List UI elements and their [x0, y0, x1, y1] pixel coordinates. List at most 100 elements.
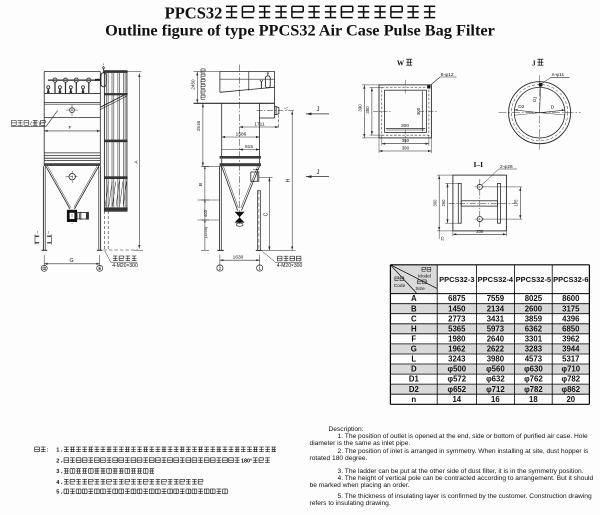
svg-text:3243: 3243 — [448, 355, 466, 364]
svg-text:3: 3 — [56, 469, 59, 475]
svg-text:φ500: φ500 — [448, 365, 467, 374]
svg-text:J: J — [317, 170, 320, 176]
svg-text:18: 18 — [529, 395, 538, 404]
svg-text:6362: 6362 — [525, 324, 543, 333]
svg-text:n-φ11: n-φ11 — [552, 72, 565, 78]
svg-text:PPCS32-3: PPCS32-3 — [439, 275, 474, 284]
svg-text:16: 16 — [491, 395, 500, 404]
svg-text:C: C — [411, 314, 417, 323]
svg-text:φ630: φ630 — [524, 365, 543, 374]
svg-text:390: 390 — [402, 146, 410, 151]
svg-text:20: 20 — [566, 395, 575, 404]
svg-text:3962: 3962 — [562, 335, 580, 344]
svg-text:F: F — [411, 335, 416, 344]
svg-text:300: 300 — [433, 199, 438, 207]
svg-text:A: A — [134, 160, 140, 164]
svg-text:B: B — [411, 304, 417, 313]
svg-text:403: 403 — [203, 209, 208, 217]
svg-text:8600: 8600 — [562, 294, 580, 303]
svg-text:4-M20×300: 4-M20×300 — [112, 263, 138, 269]
svg-text:H: H — [285, 178, 291, 182]
svg-text:8025: 8025 — [525, 294, 543, 303]
svg-text:2-φ26: 2-φ26 — [500, 164, 513, 170]
svg-text:D1: D1 — [409, 375, 420, 384]
svg-text:Outline figure of type PPCS32: Outline figure of type PPCS32 Air Case P… — [105, 21, 495, 40]
svg-text:1450: 1450 — [448, 304, 466, 313]
svg-text:4396: 4396 — [562, 314, 580, 323]
svg-text:φ572: φ572 — [448, 375, 467, 384]
svg-text:I: I — [37, 230, 38, 234]
svg-text:350: 350 — [365, 106, 370, 114]
svg-text:2640: 2640 — [487, 335, 505, 344]
svg-text:F: F — [69, 125, 72, 131]
svg-text:J: J — [532, 59, 536, 67]
svg-text:D2: D2 — [518, 104, 524, 110]
svg-text:G: G — [69, 258, 73, 264]
svg-text:390: 390 — [358, 104, 363, 112]
svg-text:PPCS32-6: PPCS32-6 — [553, 275, 588, 284]
svg-text:(1250): (1250) — [203, 226, 208, 238]
svg-text:PPCS32-5: PPCS32-5 — [516, 275, 551, 284]
svg-text:1586: 1586 — [236, 131, 247, 137]
svg-text:25: 25 — [441, 236, 445, 240]
svg-text:4573: 4573 — [525, 355, 543, 364]
svg-text:300: 300 — [416, 107, 421, 115]
svg-text:n: n — [411, 395, 416, 404]
svg-text:L: L — [411, 355, 416, 364]
svg-text:180°: 180° — [241, 458, 252, 464]
svg-text:φ560: φ560 — [486, 365, 505, 374]
svg-text:PPCS32: PPCS32 — [165, 4, 223, 23]
svg-text:3859: 3859 — [525, 314, 543, 323]
svg-text:φ862: φ862 — [562, 385, 581, 394]
svg-text:≈2: ≈2 — [284, 107, 288, 111]
svg-text:D: D — [411, 365, 417, 374]
svg-text:H: H — [411, 324, 417, 333]
svg-text:300: 300 — [401, 123, 409, 129]
svg-text:D1: D1 — [532, 95, 538, 102]
svg-text::: : — [47, 448, 49, 454]
svg-text:1: 1 — [56, 448, 59, 454]
svg-text:I–I: I–I — [474, 160, 484, 169]
svg-text:1962: 1962 — [448, 345, 466, 354]
svg-text:8-φ12: 8-φ12 — [441, 72, 454, 78]
svg-text:2600: 2600 — [525, 304, 543, 313]
svg-text:PPCS32-4: PPCS32-4 — [478, 275, 514, 284]
svg-text:14: 14 — [452, 395, 461, 404]
svg-text:4: 4 — [56, 480, 60, 486]
svg-text:W: W — [397, 59, 405, 67]
svg-text:A: A — [411, 294, 417, 303]
svg-text:3944: 3944 — [562, 345, 580, 354]
svg-text:B: B — [198, 183, 204, 186]
svg-text:3301: 3301 — [525, 335, 543, 344]
svg-text:φ762: φ762 — [524, 375, 543, 384]
svg-text:φ632: φ632 — [486, 375, 505, 384]
svg-text:φ710: φ710 — [562, 365, 581, 374]
svg-text:6875: 6875 — [448, 294, 466, 303]
svg-text:2516: 2516 — [196, 120, 201, 131]
svg-text:1980: 1980 — [448, 335, 466, 344]
svg-text:3175: 3175 — [562, 304, 580, 313]
svg-text:5973: 5973 — [487, 324, 505, 333]
svg-text:I: I — [48, 230, 49, 234]
svg-text:G: G — [411, 345, 417, 354]
svg-text:φ782: φ782 — [524, 385, 543, 394]
svg-text:2: 2 — [56, 458, 59, 464]
svg-text:2773: 2773 — [448, 314, 466, 323]
svg-text:5: 5 — [56, 490, 59, 496]
svg-text:J: J — [317, 107, 320, 113]
svg-text:5365: 5365 — [448, 324, 466, 333]
svg-text:3980: 3980 — [487, 355, 505, 364]
svg-text:Code: Code — [394, 283, 406, 289]
svg-text:C: C — [263, 212, 269, 216]
svg-text:260: 260 — [441, 199, 446, 207]
svg-text:6850: 6850 — [562, 324, 580, 333]
svg-text:5317: 5317 — [562, 355, 579, 364]
svg-text:3283: 3283 — [525, 345, 543, 354]
svg-text:1711: 1711 — [254, 121, 265, 127]
svg-text:3431: 3431 — [487, 314, 505, 323]
svg-text:815: 815 — [245, 144, 253, 150]
svg-text:2134: 2134 — [487, 304, 505, 313]
svg-text:φ782: φ782 — [562, 375, 581, 384]
svg-text:7559: 7559 — [487, 294, 505, 303]
svg-text:Size: Size — [415, 286, 425, 292]
